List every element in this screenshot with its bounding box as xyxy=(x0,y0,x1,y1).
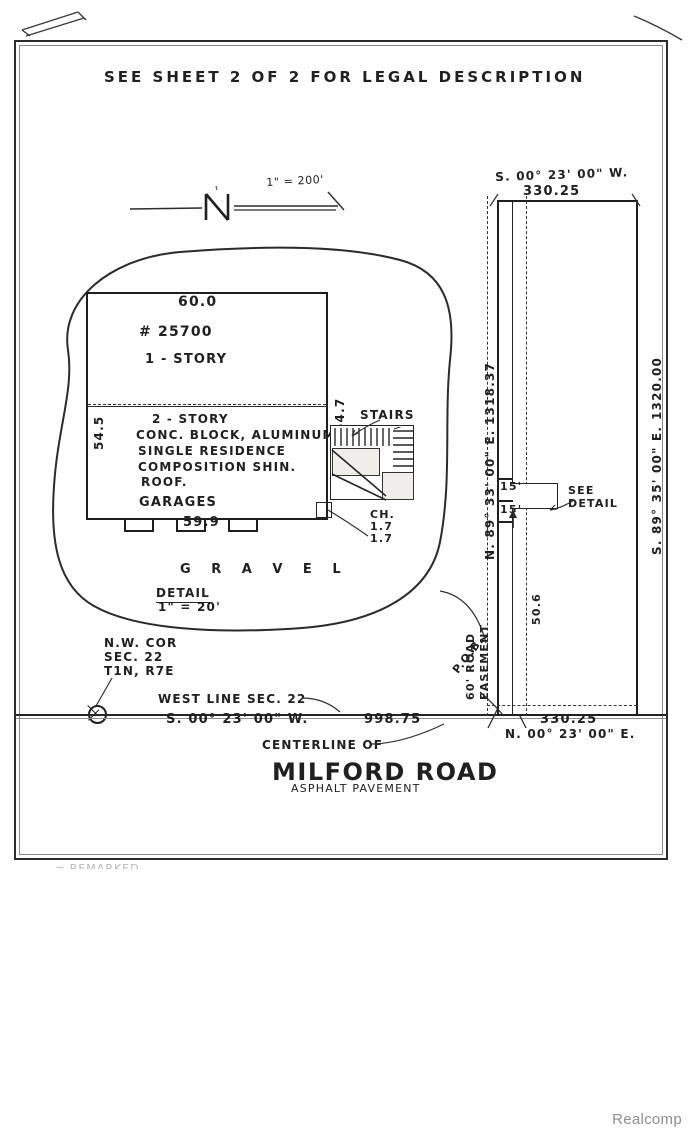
road-centerline xyxy=(16,714,666,716)
detail-notch xyxy=(512,483,558,509)
house-address-number: # 25700 xyxy=(139,324,213,340)
easement-line-east xyxy=(526,196,527,716)
south-distance-left: 998.75 xyxy=(364,712,422,727)
north-arrow-icon xyxy=(129,185,345,221)
west-distance: 1318.37 xyxy=(483,361,497,425)
easement-offset-top: 15' xyxy=(500,480,523,493)
easement-arrow-marker xyxy=(509,510,517,528)
bottom-legend-faint: = REMARKED xyxy=(55,862,140,875)
easement-curve-leader xyxy=(440,590,487,644)
west-line-label: WEST LINE SEC. 22 xyxy=(158,692,307,706)
house-front-width: 60.0 xyxy=(178,294,218,310)
chimney-dim-2: 1.7 xyxy=(370,532,394,545)
easement-line-west xyxy=(487,196,488,716)
garage-bump-right xyxy=(228,520,258,532)
nw-corner-leader-line xyxy=(95,677,113,707)
easement-frontage: 50.6 xyxy=(530,593,543,625)
house-stories-upper: 1 - STORY xyxy=(145,352,228,367)
offset-tick-bottom xyxy=(497,521,513,523)
east-distance: 1320.00 xyxy=(650,356,664,420)
see-detail-line-1: SEE xyxy=(568,484,595,497)
nw-corner-line-2: SEC. 22 xyxy=(104,650,164,664)
north-arrow-group: 1" = 200' xyxy=(129,173,370,221)
stair-lower-landing xyxy=(382,472,414,500)
offset-tick-top xyxy=(497,478,513,480)
parcel-inner-line xyxy=(512,200,513,716)
lot-outline xyxy=(52,246,453,632)
centerline-leader xyxy=(369,723,445,745)
road-centerline-shadow xyxy=(16,718,666,719)
parcel-top-ticks xyxy=(489,193,641,207)
realcomp-watermark: Realcomp xyxy=(612,1111,682,1128)
parcel-boundary xyxy=(497,200,638,716)
nw-corner-line-3: T1N, R7E xyxy=(104,664,175,678)
chimney-dim-1: 1.7 xyxy=(370,520,394,533)
house-dashed-line xyxy=(88,404,326,405)
surface-label-gravel: G R A V E L xyxy=(180,562,349,577)
corner-scrawl-top-left xyxy=(21,11,87,37)
garage-bump-mid xyxy=(176,520,206,532)
house-story-divider xyxy=(86,406,328,407)
detail-title: DETAIL xyxy=(156,586,211,603)
house-construction-3: COMPOSITION SHIN. xyxy=(138,460,297,474)
drawing-border xyxy=(14,40,668,860)
parcel-bottom-dashed-tie xyxy=(487,705,637,706)
road-name: MILFORD ROAD xyxy=(272,758,499,786)
see-detail-leader xyxy=(549,499,575,511)
chimney-box xyxy=(316,502,332,518)
north-distance: 330.25 xyxy=(523,184,581,199)
see-detail-line-2: DETAIL xyxy=(568,497,619,510)
pob-leader xyxy=(479,691,505,717)
header-note: SEE SHEET 2 OF 2 FOR LEGAL DESCRIPTION xyxy=(104,68,586,86)
east-bearing: S. 89° 35' 00" E. xyxy=(650,425,664,555)
stairs-label: STAIRS xyxy=(360,408,415,422)
stair-stringers xyxy=(331,449,387,501)
south-bearing-left: S. 00° 23' 00" W. xyxy=(166,712,309,727)
chimney-label: CH. xyxy=(370,508,396,521)
corner-scrawl-top-right xyxy=(633,15,683,41)
detail-scale: 1" = 20' xyxy=(158,600,221,614)
house-construction-4: ROOF. xyxy=(141,475,188,489)
south-bearing-right: N. 00° 23' 00" E. xyxy=(505,727,636,741)
offset-tick-mid xyxy=(497,500,513,502)
road-surface: ASPHALT PAVEMENT xyxy=(291,782,421,795)
house-garages-label: GARAGES xyxy=(139,495,218,510)
stairs-leader-line xyxy=(351,419,381,437)
house-construction-1: CONC. BLOCK, ALUMINUM xyxy=(136,428,336,442)
house-construction-2: SINGLE RESIDENCE xyxy=(138,444,286,458)
house-left-depth: 54.5 xyxy=(92,415,106,450)
garage-bump-left xyxy=(124,520,154,532)
house-rear-width: 59.9 xyxy=(183,515,220,530)
chimney-leader-line xyxy=(327,509,369,537)
west-line-leader xyxy=(301,697,341,713)
centerline-note: CENTERLINE OF xyxy=(262,738,384,752)
house-stories-lower: 2 - STORY xyxy=(152,412,229,426)
stairs-treads-top xyxy=(334,428,390,446)
west-bearing: N. 89° 33' 00" E. xyxy=(483,429,497,561)
nw-corner-line-1: N.W. COR xyxy=(104,636,178,650)
easement-offset-bottom: 15' xyxy=(500,503,523,516)
